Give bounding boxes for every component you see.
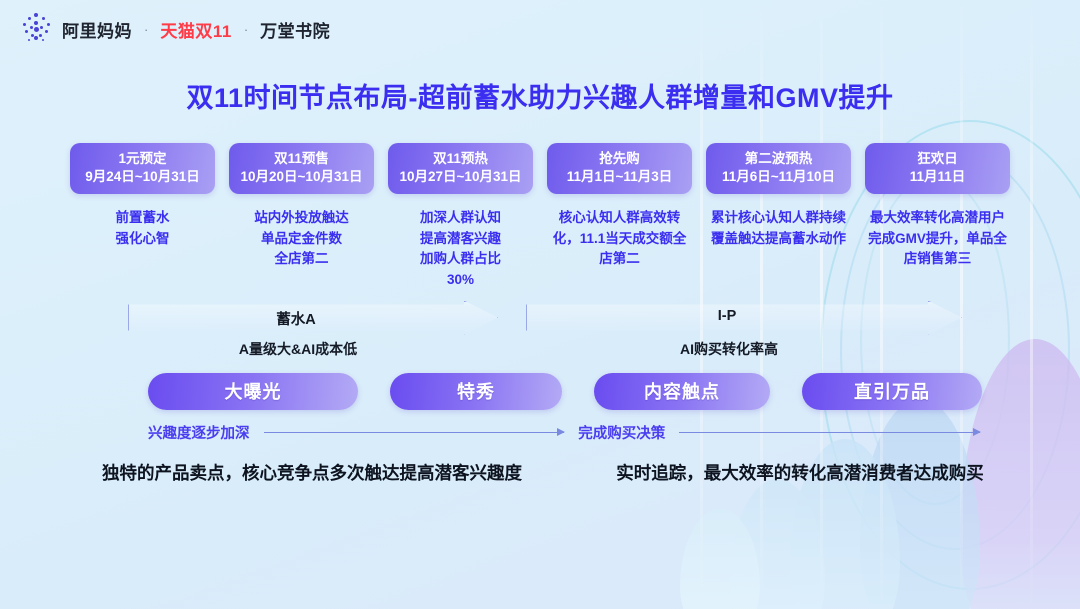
header-separator-1: · [144, 21, 149, 37]
phase-card-title: 第二波预热 [744, 151, 813, 166]
decorative-stripe [1030, 0, 1033, 609]
phase-card-title: 双11预售 [274, 151, 329, 166]
phase-card-dates: 11月11日 [909, 169, 966, 185]
phase-card-title: 狂欢日 [917, 151, 958, 166]
phase-description-row: 前置蓄水强化心智站内外投放触达单品定金件数全店第二加深人群认知提高潜客兴趣加购人… [0, 208, 1080, 290]
decorative-stripe [700, 0, 703, 609]
bottom-statement-right: 实时追踪，最大效率的转化高潜消费者达成购买 [616, 462, 984, 483]
phase-card-2[interactable]: 双11预售 10月20日~10月31日 [229, 143, 374, 195]
phase-card-title: 1元预定 [118, 151, 167, 166]
product-pill-row: 大曝光特秀内容触点直引万品 [0, 372, 1080, 410]
stage-arrow-1: 蓄水A A量级大&AI成本低 [128, 301, 498, 359]
stage-arrow-subtitle: A量级大&AI成本低 [238, 340, 358, 357]
page-title: 双11时间节点布局-超前蓄水助力兴趣人群增量和GMV提升 [186, 83, 894, 113]
phase-description-4: 核心认知人群高效转化，11.1当天成交额全店第二 [547, 208, 692, 270]
phase-description-line: 全店第二 [274, 251, 329, 267]
phase-card-title: 双11预热 [433, 151, 488, 166]
product-pill-4[interactable]: 直引万品 [802, 372, 982, 410]
bottom-statement-row: 独特的产品卖点，核心竞争点多次触达提高潜客兴趣度 实时追踪，最大效率的转化高潜消… [0, 461, 1080, 486]
phase-description-3: 加深人群认知提高潜客兴趣加购人群占比 30% [388, 208, 533, 290]
phase-card-dates: 9月24日~10月31日 [85, 169, 200, 185]
phase-card-dates: 11月1日~11月3日 [566, 169, 673, 185]
phase-description-line: 提高潜客兴趣 [420, 230, 501, 246]
alimama-logo-icon [22, 13, 52, 44]
phase-card-5[interactable]: 第二波预热 11月6日~11月10日 [706, 143, 851, 195]
phase-description-line: 前置蓄水 [115, 210, 170, 226]
phase-description-5: 累计核心认知人群持续覆盖触达提高蓄水动作 [706, 208, 851, 249]
phase-description-line: 最大效率转化高潜用户完成GMV提升，单品全店销售第三 [868, 210, 1007, 267]
bottom-statement-left: 独特的产品卖点，核心竞争点多次触达提高潜客兴趣度 [102, 462, 522, 483]
header-separator-2: · [243, 21, 249, 37]
phase-description-6: 最大效率转化高潜用户完成GMV提升，单品全店销售第三 [865, 208, 1010, 270]
phase-description-line: 加购人群占比 [420, 251, 501, 267]
decorative-stripe [960, 0, 963, 609]
phase-description-line: 站内外投放触达 [254, 210, 349, 226]
phase-description-line: 核心认知人群高效转化，11.1当天成交额全店第二 [552, 210, 687, 267]
product-pill-1[interactable]: 大曝光 [148, 372, 358, 410]
decorative-stripe [880, 0, 883, 609]
arrow-shape-icon [526, 301, 962, 335]
phase-card-3[interactable]: 双11预热 10月27日~10月31日 [388, 143, 533, 195]
phase-description-line: 强化心智 [115, 230, 170, 246]
phase-card-dates: 10月27日~10月31日 [399, 169, 522, 185]
phase-card-title: 抢先购 [599, 151, 640, 166]
product-pill-2[interactable]: 特秀 [390, 372, 562, 410]
phase-description-line: 单品定金件数 [261, 230, 342, 246]
flow-stage-2-label: 完成购买决策 [578, 425, 666, 442]
phase-card-dates: 10月20日~10月31日 [240, 169, 363, 185]
phase-description-2: 站内外投放触达单品定金件数全店第二 [229, 208, 374, 270]
phase-card-1[interactable]: 1元预定 9月24日~10月31日 [70, 143, 215, 195]
stage-arrow-2: I-P AI购买转化率高 [526, 301, 962, 359]
decorative-stripe [820, 0, 823, 609]
academy-name: 万堂书院 [260, 21, 331, 41]
brand-name: 阿里妈妈 [62, 21, 132, 41]
phase-card-6[interactable]: 狂欢日 11月11日 [865, 143, 1010, 195]
stage-arrow-subtitle: AI购买转化率高 [680, 340, 778, 357]
phase-card-dates: 11月6日~11月10日 [722, 169, 835, 185]
funnel-flow-row: 兴趣度逐步加深 完成购买决策 [0, 422, 1080, 443]
stage-arrow-label: 蓄水A [276, 311, 316, 328]
flow-stage-1-label: 兴趣度逐步加深 [148, 425, 250, 442]
decorative-stripe [760, 0, 763, 609]
campaign-name: 天猫双11 [160, 21, 232, 41]
flow-arrow-2 [679, 428, 981, 436]
phase-card-4[interactable]: 抢先购 11月1日~11月3日 [547, 143, 692, 195]
stage-arrow-label: I-P [717, 307, 737, 324]
product-pill-3[interactable]: 内容触点 [594, 372, 770, 410]
phase-description-1: 前置蓄水强化心智 [70, 208, 215, 249]
stage-arrow-row: 蓄水A A量级大&AI成本低 I-P AI购买转化率高 [0, 301, 1080, 359]
phase-card-row: 1元预定 9月24日~10月31日 双11预售 10月20日~10月31日 双11预热 1… [0, 143, 1080, 195]
flow-arrow-1 [263, 428, 565, 436]
phase-description-line: 30% [446, 271, 475, 287]
phase-description-line: 加深人群认知 [420, 210, 501, 226]
page-header: 阿里妈妈 · 天猫双11 · 万堂书院 [0, 0, 1080, 58]
phase-description-line: 累计核心认知人群持续覆盖触达提高蓄水动作 [711, 210, 846, 246]
